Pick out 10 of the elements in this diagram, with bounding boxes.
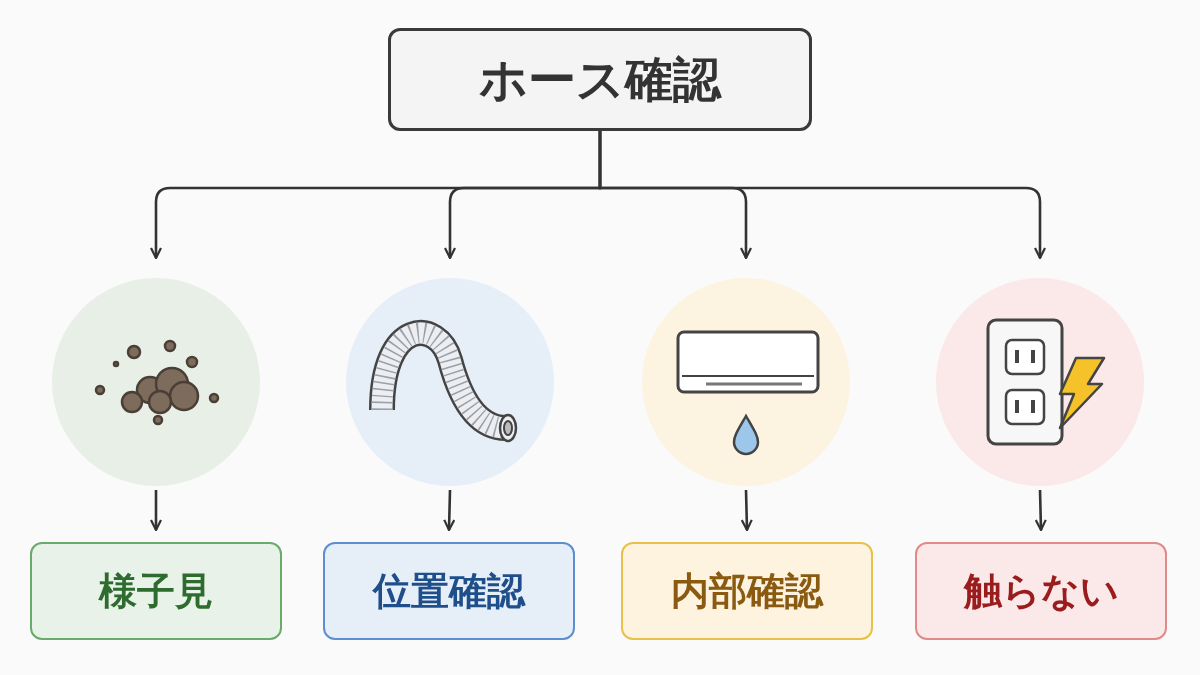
arrow xyxy=(1034,489,1047,532)
label-box: 触らない xyxy=(915,542,1167,640)
label-box: 内部確認 xyxy=(621,542,873,640)
label-box: 位置確認 xyxy=(323,542,575,640)
arrow xyxy=(443,489,456,532)
label-box: 様子見 xyxy=(30,542,282,640)
arrow xyxy=(598,131,1047,260)
title-box: ホース確認 xyxy=(388,28,812,131)
arrow xyxy=(149,490,163,532)
arrow xyxy=(740,489,753,532)
